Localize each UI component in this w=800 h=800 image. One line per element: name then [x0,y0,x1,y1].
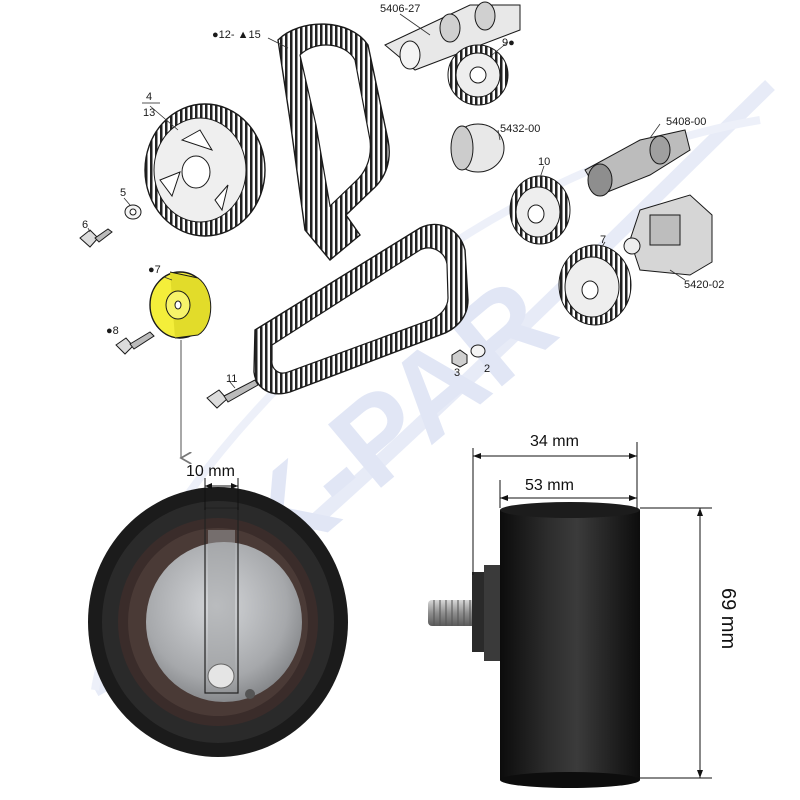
camshaft [384,1,521,71]
callout-8: ●8 [106,325,119,337]
callout-5406-27: 5406-27 [380,3,420,15]
callout-6: 6 [82,219,88,231]
pulley-front-view [88,487,348,757]
leader-lines [87,13,686,389]
callout-7-top: ●7 [148,264,161,276]
tensioner-pulley-highlighted [149,271,212,339]
exploded-view [79,1,713,409]
diameter-dimension [640,507,712,779]
callout-5: 5 [120,187,126,199]
fuel-pump [623,194,713,276]
callout-5432-00: 5432-00 [500,123,540,135]
dimension-width-inner: 34 mm [530,433,579,450]
callout-5408-00: 5408-00 [666,116,706,128]
camshaft-gear [144,103,266,237]
callout-11: 11 [226,373,237,385]
bolt-8 [115,331,155,355]
callout-labels: ●12- ▲15 5406-27 9● 4 13 5432-00 5408-00… [82,3,724,385]
dimension-width-outer: 53 mm [525,477,574,494]
callout-9: 9● [502,37,515,49]
gear-9 [447,44,509,106]
gear-10 [509,175,571,245]
dimension-slot-label: 10 mm [186,463,235,480]
slot-dimension: 10 mm [186,463,239,510]
dimension-diameter-label: 69 mm [717,588,739,649]
callout-3: 3 [454,367,460,379]
callout-5420-02: 5420-02 [684,279,724,291]
bolt-11 [206,379,259,409]
nut-3 [451,349,468,368]
callout-2: 2 [484,363,490,375]
bolt-6 [79,228,113,248]
callout-4: 4 [146,91,152,103]
washer-2 [470,344,486,358]
callout-10: 10 [538,156,550,168]
callout-12-15: ●12- ▲15 [212,29,261,41]
crankshaft [584,129,691,197]
width-dimensions [472,442,638,575]
callout-13: 13 [143,107,155,119]
pump-gear [558,244,632,326]
callout-7-pump: 7 [600,234,606,246]
pulley-side-view [428,502,640,788]
idler-5432 [450,123,505,173]
